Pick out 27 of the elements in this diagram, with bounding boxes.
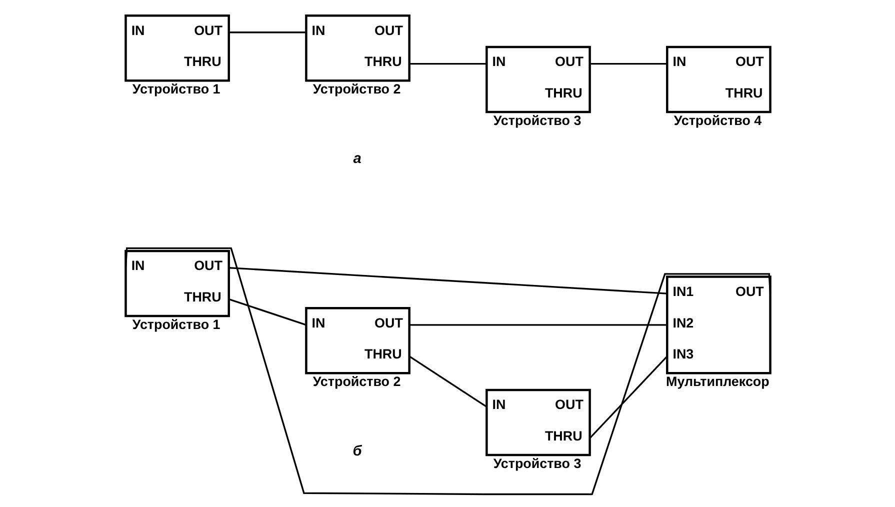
connector bbox=[408, 324, 667, 326]
node-label: Устройство 2 bbox=[312, 374, 400, 390]
node-box: IN OUT THRU bbox=[485, 46, 590, 114]
node-box: IN OUT THRU bbox=[304, 14, 410, 82]
node-box: IN OUT THRU bbox=[666, 46, 771, 114]
node-label: Устройство 1 bbox=[132, 316, 220, 332]
connector bbox=[588, 356, 668, 439]
connector bbox=[228, 298, 306, 326]
node-box: IN OUT THRU bbox=[304, 307, 410, 374]
connector bbox=[408, 62, 486, 65]
connector bbox=[124, 247, 771, 496]
node-label: Устройство 1 bbox=[132, 82, 220, 97]
connector bbox=[228, 32, 306, 34]
connector bbox=[408, 356, 487, 408]
node-label: Устройство 2 bbox=[312, 82, 400, 97]
node-box: IN1 OUT IN2 IN3 bbox=[666, 276, 771, 374]
label: б bbox=[352, 443, 362, 460]
node-box: IN OUT THRU bbox=[485, 388, 590, 456]
node-label: Устройство 3 bbox=[492, 456, 581, 471]
node-label: Мультиплексор bbox=[666, 374, 769, 390]
node-label: Устройство 3 bbox=[492, 112, 581, 128]
node-box: IN OUT THRU bbox=[124, 14, 230, 82]
connector bbox=[589, 62, 667, 65]
node-label: Устройство 4 bbox=[673, 112, 762, 128]
connector bbox=[228, 266, 667, 294]
label: а bbox=[352, 150, 361, 167]
node-box: IN OUT THRU bbox=[124, 250, 230, 318]
